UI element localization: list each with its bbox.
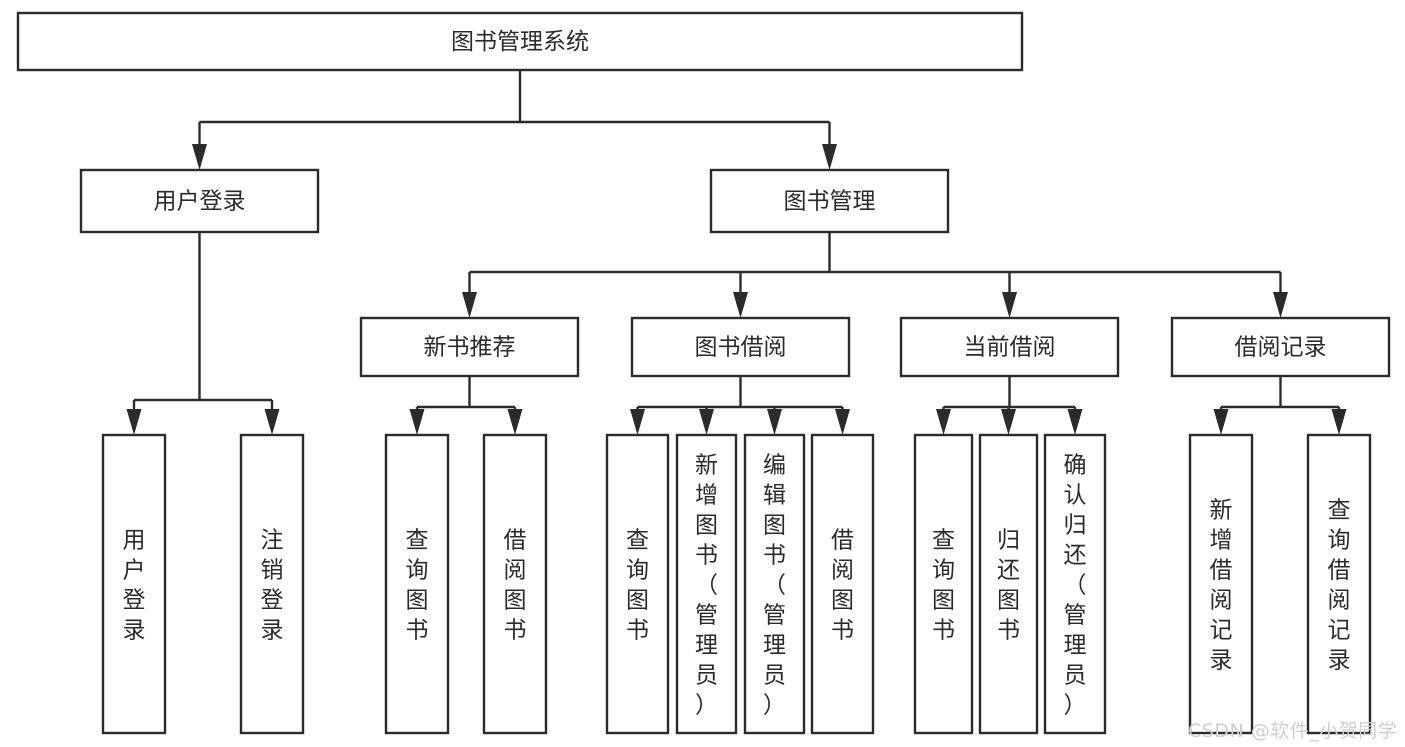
- node-label: 用户登录: [123, 527, 146, 643]
- node-leaf_12[interactable]: 查询借阅记录: [1306, 433, 1372, 735]
- node-box: [913, 433, 974, 735]
- node-label: 注销登录: [261, 527, 284, 643]
- node-label: 图书借阅: [695, 335, 787, 361]
- arrowhead-icon: [462, 292, 477, 318]
- arrowhead-icon: [822, 144, 837, 170]
- node-box: [978, 433, 1039, 735]
- node-leaf_11[interactable]: 新增借阅记录: [1188, 433, 1254, 735]
- node-l2_0[interactable]: 用户登录: [79, 168, 320, 234]
- node-box: [709, 168, 950, 234]
- arrowhead-icon: [699, 409, 714, 435]
- node-box: [482, 433, 548, 735]
- arrowhead-icon: [936, 409, 951, 435]
- node-box: [675, 433, 738, 735]
- node-l3_3[interactable]: 借阅记录: [1170, 316, 1391, 378]
- node-leaf_7[interactable]: 借阅图书: [810, 433, 875, 735]
- node-label: 编辑图书（管理员）: [763, 452, 786, 718]
- node-label: 新增借阅记录: [1210, 497, 1233, 673]
- arrowhead-icon: [409, 409, 425, 435]
- node-label: 新书推荐: [424, 335, 516, 361]
- node-label: 借阅图书: [831, 527, 854, 643]
- node-box: [101, 433, 167, 735]
- node-box: [899, 316, 1120, 378]
- arrowhead-icon: [192, 144, 207, 170]
- node-box: [1306, 433, 1372, 735]
- arrowhead-icon: [835, 409, 850, 435]
- arrowhead-icon: [733, 292, 748, 318]
- edges-layer: [126, 70, 1347, 435]
- node-label: 用户登录: [154, 189, 246, 215]
- arrowhead-icon: [1002, 292, 1017, 318]
- node-leaf_1[interactable]: 注销登录: [239, 433, 305, 735]
- arrowhead-icon: [264, 409, 280, 435]
- node-label: 归还图书: [997, 527, 1020, 643]
- node-leaf_10[interactable]: 确认归还（管理员）: [1043, 433, 1107, 735]
- node-box: [630, 316, 851, 378]
- node-label: 图书管理系统: [451, 29, 589, 55]
- nodes-layer: 图书管理系统用户登录图书管理新书推荐图书借阅当前借阅借阅记录用户登录注销登录查询…: [16, 11, 1391, 735]
- node-label: 查询图书: [932, 527, 955, 643]
- arrowhead-icon: [1213, 409, 1229, 435]
- csdn-watermark: CSDN @软件_小贺同学: [1188, 720, 1398, 742]
- node-box: [239, 433, 305, 735]
- arrowhead-icon: [1273, 292, 1288, 318]
- node-label: 查询图书: [626, 527, 649, 643]
- node-box: [743, 433, 806, 735]
- node-l2_1[interactable]: 图书管理: [709, 168, 950, 234]
- node-l3_2[interactable]: 当前借阅: [899, 316, 1120, 378]
- node-leaf_4[interactable]: 查询图书: [605, 433, 670, 735]
- arrowhead-icon: [630, 409, 645, 435]
- node-box: [1188, 433, 1254, 735]
- node-box: [79, 168, 320, 234]
- node-box: [384, 433, 450, 735]
- node-box: [1170, 316, 1391, 378]
- node-leaf_6[interactable]: 编辑图书（管理员）: [743, 433, 806, 735]
- node-leaf_8[interactable]: 查询图书: [913, 433, 974, 735]
- node-leaf_9[interactable]: 归还图书: [978, 433, 1039, 735]
- node-label: 图书管理: [784, 189, 876, 215]
- node-box: [1043, 433, 1107, 735]
- node-l3_0[interactable]: 新书推荐: [359, 316, 580, 378]
- node-box: [359, 316, 580, 378]
- arrowhead-icon: [1001, 409, 1016, 435]
- node-label: 借阅记录: [1235, 335, 1327, 361]
- node-leaf_0[interactable]: 用户登录: [101, 433, 167, 735]
- arrowhead-icon: [767, 409, 782, 435]
- node-label: 借阅图书: [504, 527, 527, 643]
- node-box: [810, 433, 875, 735]
- node-label: 新增图书（管理员）: [695, 452, 718, 718]
- node-leaf_3[interactable]: 借阅图书: [482, 433, 548, 735]
- node-root[interactable]: 图书管理系统: [16, 11, 1024, 72]
- node-label: 查询图书: [406, 527, 429, 643]
- node-box: [605, 433, 670, 735]
- node-label: 确认归还（管理员）: [1064, 452, 1087, 718]
- node-label: 查询借阅记录: [1328, 497, 1351, 673]
- arrowhead-icon: [1067, 409, 1083, 435]
- node-box: [16, 11, 1024, 72]
- node-l3_1[interactable]: 图书借阅: [630, 316, 851, 378]
- arrowhead-icon: [126, 409, 142, 435]
- node-label: 当前借阅: [964, 335, 1056, 361]
- arrowhead-icon: [1331, 409, 1347, 435]
- node-leaf_5[interactable]: 新增图书（管理员）: [675, 433, 738, 735]
- node-leaf_2[interactable]: 查询图书: [384, 433, 450, 735]
- arrowhead-icon: [507, 409, 523, 435]
